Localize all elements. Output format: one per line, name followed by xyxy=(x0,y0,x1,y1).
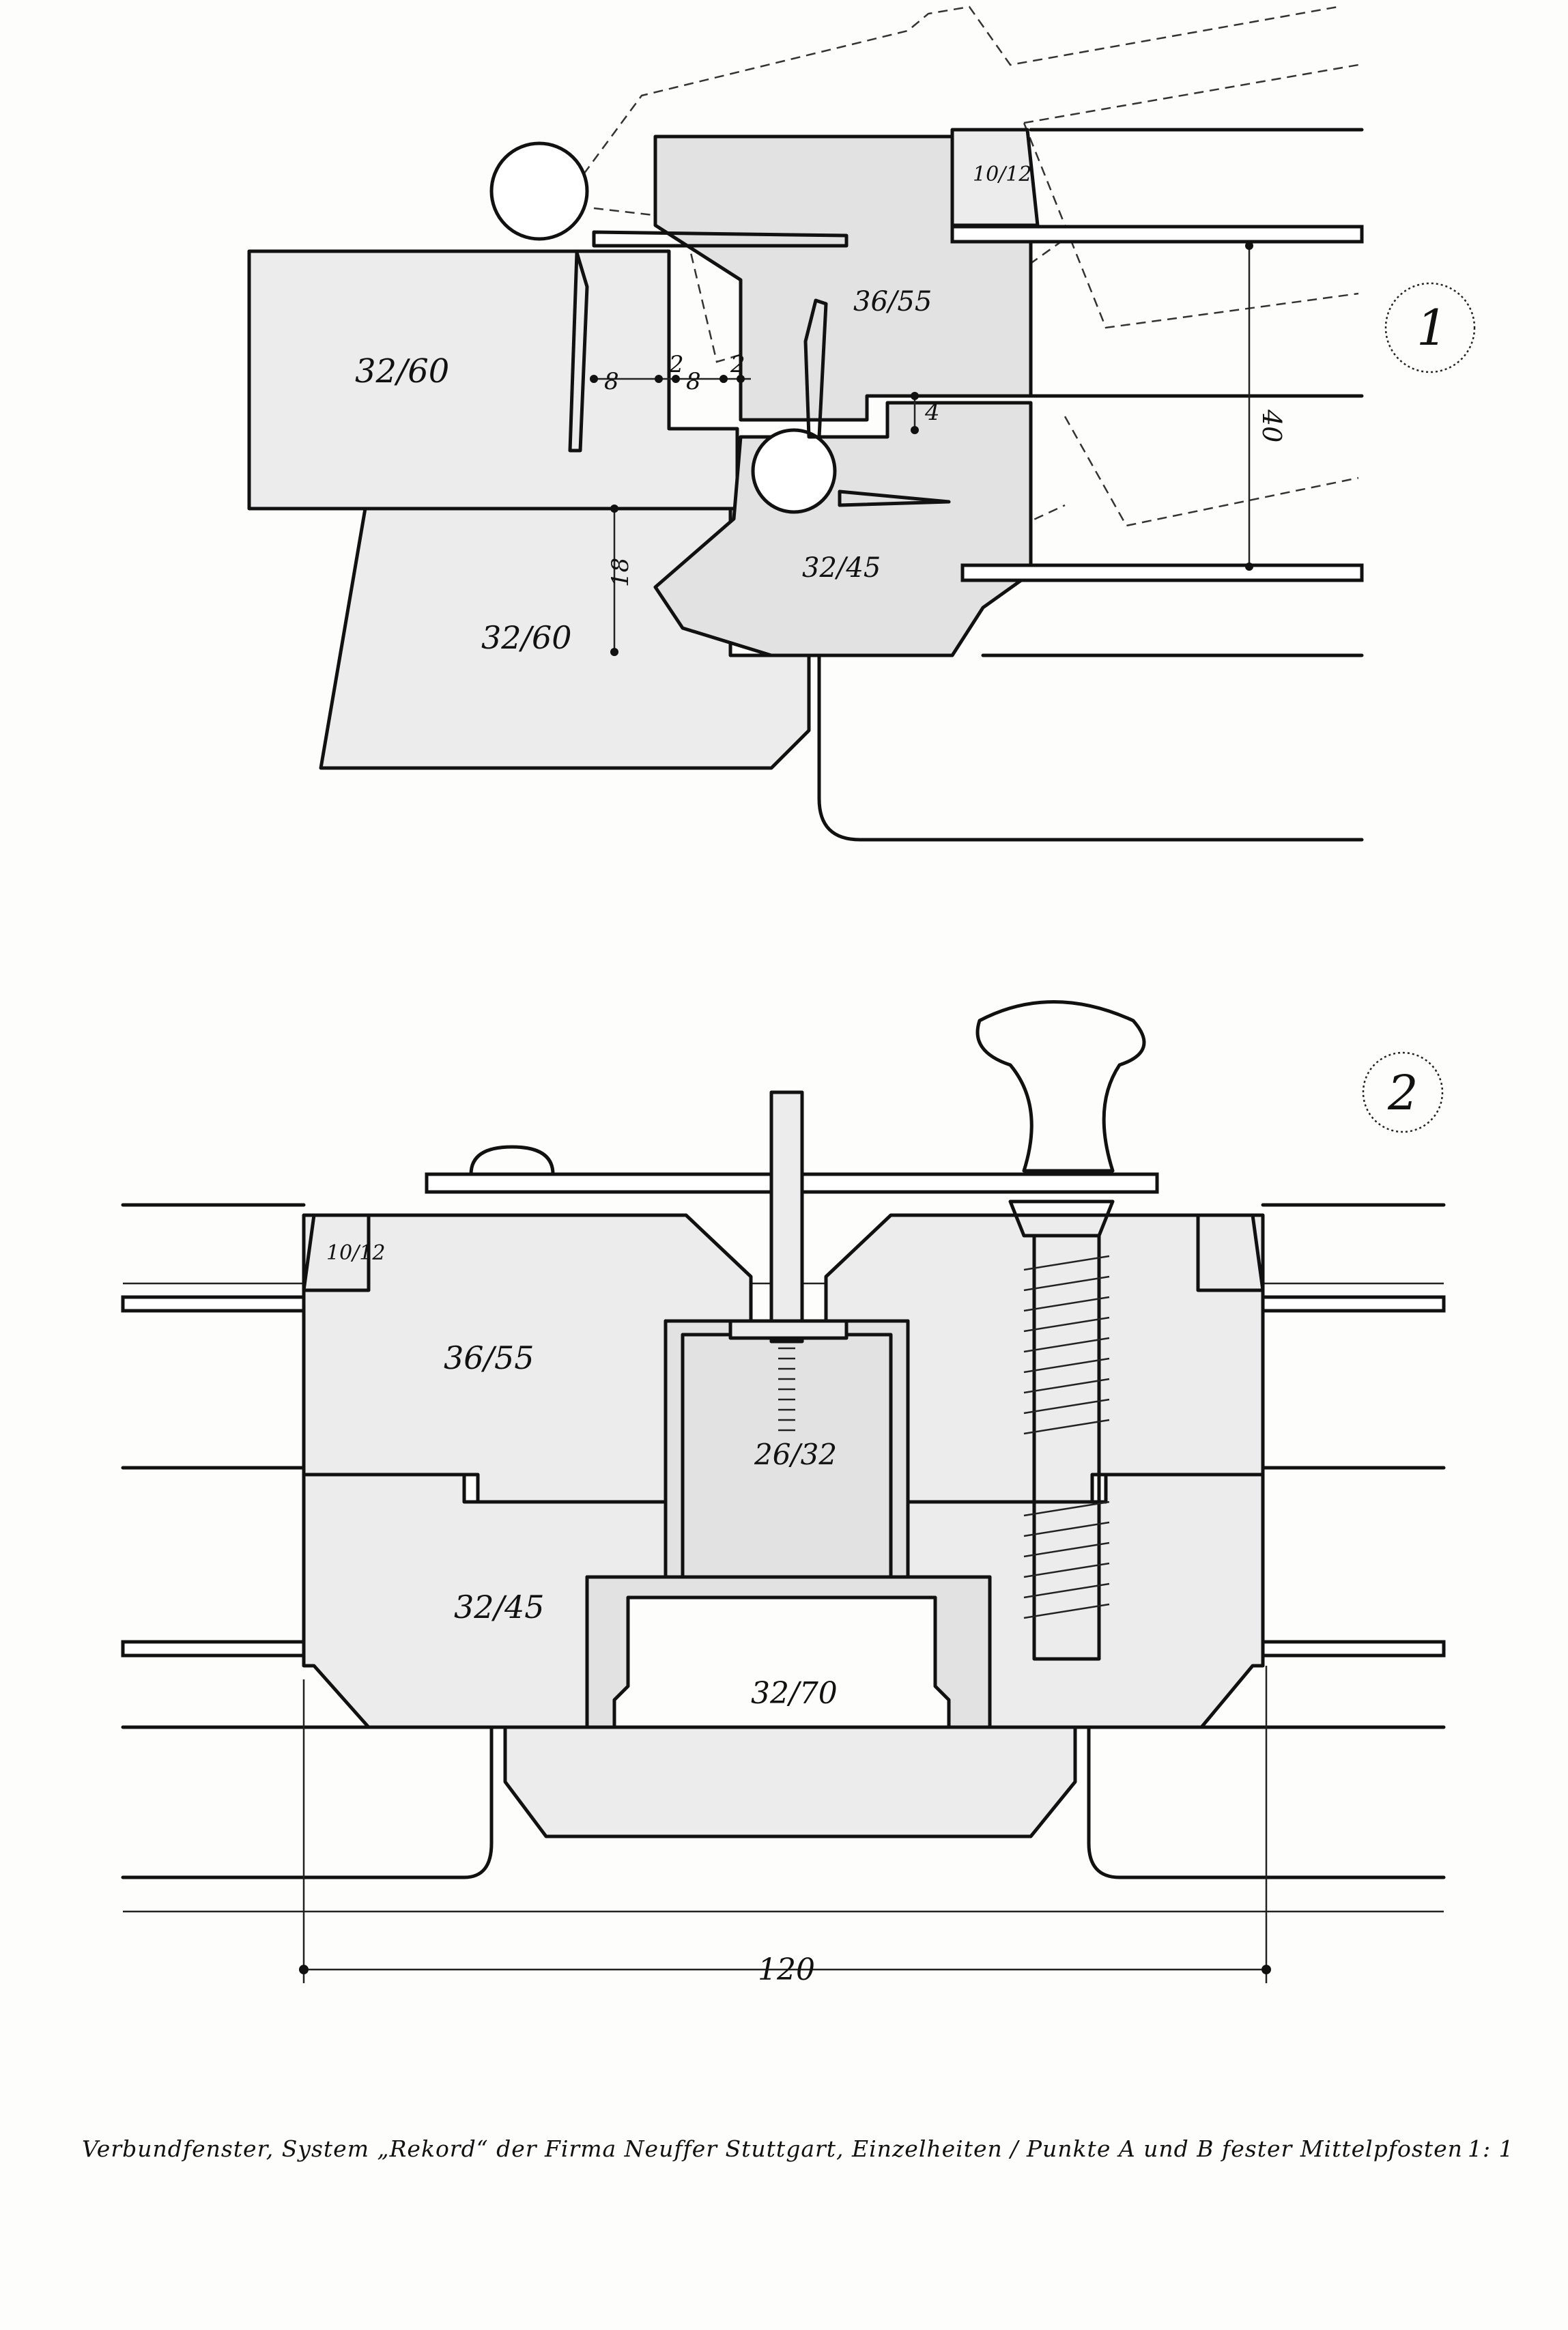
detail-1-dim-2b: 2 xyxy=(730,351,745,378)
detail-1-number: 1 xyxy=(1416,299,1448,356)
detail-1-label-upper-sash: 36/55 xyxy=(853,286,932,317)
detail-2-label-lower-sash: 32/45 xyxy=(454,1589,545,1625)
detail-1-label-lower-sash: 32/45 xyxy=(802,552,881,584)
detail-2-screw-right xyxy=(1008,1199,1115,1661)
detail-2-spindle xyxy=(769,1090,804,1344)
caption-text: Verbundfenster, System „Rekord“ der Firm… xyxy=(82,2135,1463,2162)
detail-1-fitting-strip-top xyxy=(592,230,849,248)
detail-1-frame-lines xyxy=(817,128,1364,842)
detail-2-dim-120: 120 xyxy=(758,1952,815,1987)
figure-caption: Verbundfenster, System „Rekord“ der Firm… xyxy=(82,2135,1515,2162)
detail-1-number-circle xyxy=(1384,282,1476,373)
detail-2-rivet-icon xyxy=(469,1145,555,1176)
detail-2-frame-lines xyxy=(121,1203,1446,1879)
detail-2-spindle-cap xyxy=(728,1319,849,1340)
detail-2-label-glass-bead: 10/12 xyxy=(326,1241,385,1265)
detail-1-outer-pane xyxy=(950,225,1364,244)
detail-1-dim-8b: 8 xyxy=(686,368,701,395)
detail-1-lower-sash xyxy=(653,401,1033,657)
detail-1-dim-2a: 2 xyxy=(668,351,684,378)
detail-1-upper-rail xyxy=(247,249,739,511)
detail-1-dim-18: 18 xyxy=(607,558,634,587)
detail-1-label-upper-rail: 32/60 xyxy=(355,352,449,390)
detail-1: 32/60 32/60 36/55 32/45 10/12 8 2 8 2 4 … xyxy=(247,5,1476,842)
detail-1-dim-8a: 8 xyxy=(604,368,619,395)
detail-2-number-circle xyxy=(1362,1051,1444,1133)
detail-1-label-glass-bead: 10/12 xyxy=(973,162,1031,186)
detail-2-glass-bead-right xyxy=(1196,1213,1265,1292)
detail-2-label-mullion-core: 26/32 xyxy=(754,1438,837,1471)
detail-1-hinge-pivot-bottom xyxy=(751,428,837,514)
detail-1-inner-pane xyxy=(960,563,1364,582)
detail-1-fitting-strip-bottom xyxy=(838,489,951,507)
detail-2-bottom-cap xyxy=(503,1725,1077,1838)
detail-1-vertical-blade-left xyxy=(568,251,589,453)
detail-1-dim-4: 4 xyxy=(924,399,940,426)
detail-1-dim-40: 40 xyxy=(1257,409,1287,442)
detail-2-glass-bead-left xyxy=(302,1213,371,1292)
detail-2-mullion-core xyxy=(664,1319,910,1579)
detail-1-label-lower-rail: 32/60 xyxy=(481,619,572,656)
detail-2-screw-center xyxy=(778,1347,795,1432)
detail-2-number: 2 xyxy=(1387,1065,1419,1121)
detail-2-dim-markers xyxy=(299,1965,1271,1974)
detail-2-knob-icon xyxy=(975,1000,1146,1173)
detail-1-vertical-blade-mid xyxy=(803,298,828,439)
detail-1-dim-markers xyxy=(590,242,1253,656)
detail-2-label-upper-sash: 36/55 xyxy=(444,1339,534,1376)
detail-1-open-sash-outline xyxy=(582,5,1359,527)
detail-1-hinge-pivot-top xyxy=(489,141,589,241)
detail-2-dim-line-120 xyxy=(302,1666,1268,1983)
detail-2: 36/55 32/45 26/32 32/70 10/12 120 2 xyxy=(121,1000,1446,1987)
detail-2-label-mullion-base: 32/70 xyxy=(751,1676,838,1711)
caption-scale: 1: 1 xyxy=(1468,2135,1514,2162)
